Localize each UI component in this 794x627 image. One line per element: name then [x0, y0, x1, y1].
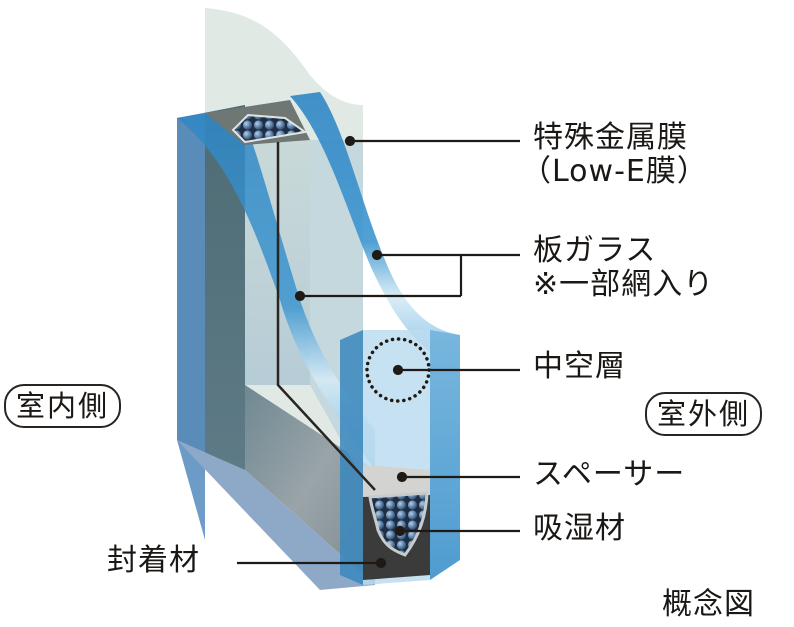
desiccant-label-text: 吸湿材: [533, 511, 626, 546]
leader-lines: [237, 135, 520, 569]
desiccant-shield: [368, 491, 429, 557]
outdoor-side-badge: 室外側: [645, 392, 763, 436]
outdoor-glass-edge: [430, 330, 460, 580]
top-desiccant: [231, 113, 308, 144]
spacer-line: [276, 142, 376, 491]
sealant-label: 封着材: [107, 544, 200, 578]
sealant-label-text: 封着材: [107, 543, 200, 578]
desiccant-label: 吸湿材: [533, 512, 626, 546]
air-layer-label-text: 中空層: [533, 349, 626, 384]
outdoor-curved-band: [290, 92, 460, 365]
indoor-side-badge: 室内側: [4, 384, 122, 428]
spacer-label: スペーサー: [533, 458, 685, 492]
indoor-glass-inner-face: [205, 105, 245, 470]
sheet-glass-label-line1: 板ガラス: [533, 233, 657, 268]
low-e-film-label-line1: 特殊金属膜: [533, 120, 688, 155]
outdoor-glass-left-edge: [340, 330, 363, 585]
sheet-glass-label: 板ガラス ※一部網入り: [533, 234, 714, 302]
bottom-spacer: [363, 465, 430, 497]
sheet-glass-label-line2: ※一部網入り: [533, 267, 715, 302]
low-e-film-label-line2: （Low-E膜）: [521, 154, 708, 189]
bottom-bevel: [177, 440, 375, 590]
indoor-curved-band: [177, 108, 375, 470]
concept-diagram-caption: 概念図: [662, 587, 755, 622]
spacer-label-text: スペーサー: [533, 457, 686, 492]
low-e-film-label: 特殊金属膜 （Low-E膜）: [521, 120, 708, 189]
air-layer-label: 中空層: [533, 350, 626, 384]
